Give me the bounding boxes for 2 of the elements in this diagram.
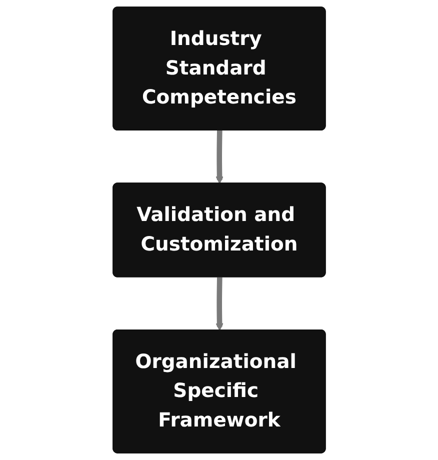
arrow	[215, 130, 224, 184]
arrow	[215, 277, 224, 331]
